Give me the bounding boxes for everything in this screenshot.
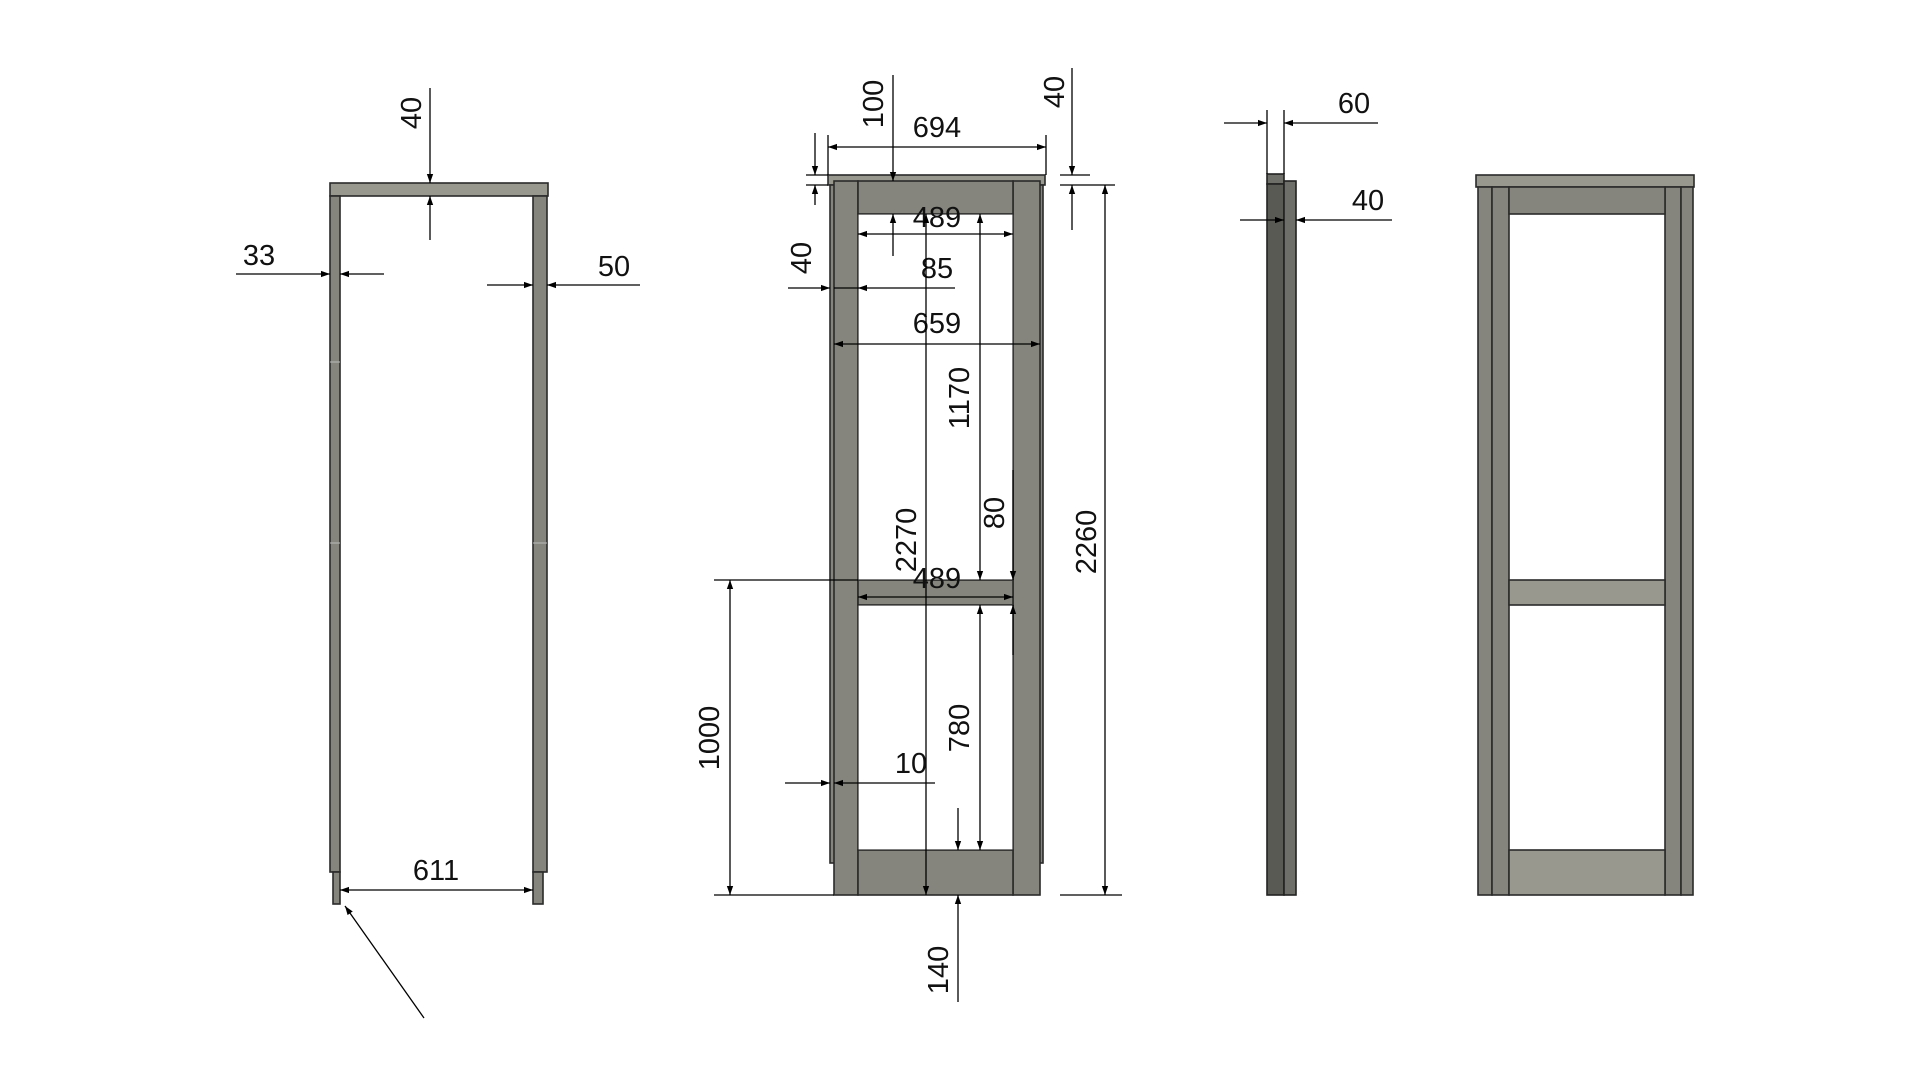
- dim-v1-side-left: 33: [243, 240, 275, 272]
- v4-left-outer-stile: [1477, 186, 1493, 896]
- frame-right-jamb: [532, 195, 548, 873]
- v4-right-outer-stile: [1680, 186, 1694, 896]
- frame-plan-view: 40 33 50 611: [236, 88, 640, 1019]
- v2-bottom-rail: [857, 849, 1014, 896]
- frame-left-jamb: [329, 195, 341, 873]
- dim-v2-width-659: 659: [913, 308, 961, 340]
- dim-v2-gap: 10: [895, 748, 927, 780]
- dim-v1-inner-width: 611: [413, 855, 459, 887]
- v4-head: [1475, 174, 1695, 188]
- dim-v2-upper-height: 1170: [944, 367, 976, 429]
- dim-v2-overall-height: 2260: [1071, 510, 1103, 575]
- dim-v1-side-right: 50: [598, 251, 630, 283]
- dim-v2-inner-width-mid: 489: [913, 563, 961, 595]
- dim-v2-left-offset: 40: [786, 242, 818, 274]
- dim-v2-inner-width-top: 489: [913, 202, 961, 234]
- v3-frame-outer: [1266, 183, 1285, 896]
- front-elevation: 694 100 40 489 40 85 659 1170: [694, 68, 1122, 1002]
- v4-left-inner-stile: [1491, 186, 1510, 896]
- dim-v2-rail-height: 1000: [694, 706, 726, 771]
- dim-v2-head-height: 100: [858, 80, 890, 128]
- v2-right-stile: [1012, 180, 1041, 896]
- dim-v2-lower-height: 780: [944, 704, 976, 752]
- frame-right-foot: [532, 871, 544, 905]
- dim-v2-top-offset: 40: [1039, 76, 1071, 108]
- v4-bottom-rail: [1508, 849, 1666, 896]
- rear-elevation: [1475, 174, 1695, 896]
- v4-mid-rail: [1508, 579, 1666, 606]
- dim-v3-depth: 60: [1338, 88, 1370, 120]
- dim-v1-top-thickness: 40: [396, 97, 428, 129]
- dim-v2-bottom-rail: 140: [923, 946, 955, 994]
- dim-v2-mid-rail: 80: [979, 497, 1011, 529]
- v3-head: [1266, 173, 1285, 185]
- dim-v2-total-height: 2270: [891, 508, 923, 573]
- v4-top-rail: [1508, 186, 1666, 215]
- frame-head: [329, 182, 549, 197]
- side-section: 60 40: [1224, 88, 1392, 896]
- v4-right-inner-stile: [1664, 186, 1682, 896]
- frame-left-foot: [332, 871, 341, 905]
- v2-left-stile: [833, 180, 859, 896]
- dim-v3-offset: 40: [1352, 185, 1384, 217]
- v3-frame-inner: [1283, 180, 1297, 896]
- dim-v2-overall-width: 694: [913, 112, 961, 144]
